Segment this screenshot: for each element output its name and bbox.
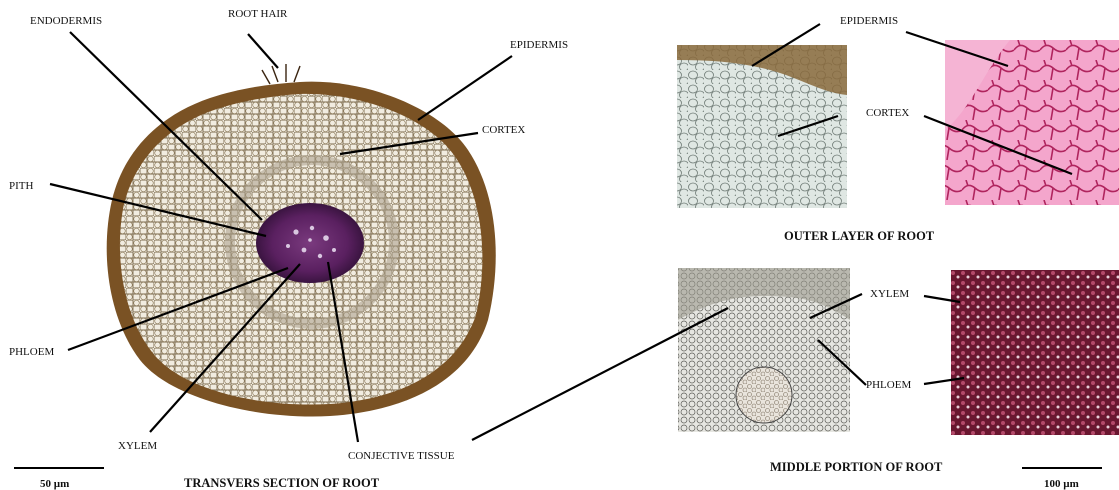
label-phloem-middle: PHLOEM <box>866 379 911 391</box>
label-pith: PITH <box>9 180 34 192</box>
label-endodermis: ENDODERMIS <box>30 15 102 27</box>
caption-middle-portion: MIDDLE PORTION OF ROOT <box>770 460 943 474</box>
transverse-section-micrograph <box>107 64 496 416</box>
root-hairs <box>262 64 300 84</box>
stele-pith <box>256 203 364 283</box>
label-epidermis-outer: EPIDERMIS <box>840 15 898 27</box>
label-phloem-main: PHLOEM <box>9 346 54 358</box>
middle-portion-micrograph-right <box>951 270 1119 435</box>
label-xylem-main: XYLEM <box>118 440 157 452</box>
outer-layer-micrograph-right <box>945 40 1119 205</box>
caption-transverse-section: TRANSVERS SECTION OF ROOT <box>184 476 380 490</box>
scale-bar-right: 100 µm <box>1022 468 1102 490</box>
label-cortex-main: CORTEX <box>482 124 525 136</box>
label-epidermis-main: EPIDERMIS <box>510 39 568 51</box>
outer-layer-micrograph-left <box>677 45 847 208</box>
label-root-hair: ROOT HAIR <box>228 8 288 20</box>
label-conjective-tissue: CONJECTIVE TISSUE <box>348 450 455 462</box>
label-cortex-outer: CORTEX <box>866 107 909 119</box>
scale-bar-left: 50 µm <box>14 468 104 490</box>
scale-bar-left-label: 50 µm <box>40 478 69 490</box>
label-xylem-middle: XYLEM <box>870 288 909 300</box>
caption-outer-layer: OUTER LAYER OF ROOT <box>784 229 935 243</box>
middle-portion-micrograph-left <box>678 268 850 432</box>
scale-bar-right-label: 100 µm <box>1044 478 1079 490</box>
